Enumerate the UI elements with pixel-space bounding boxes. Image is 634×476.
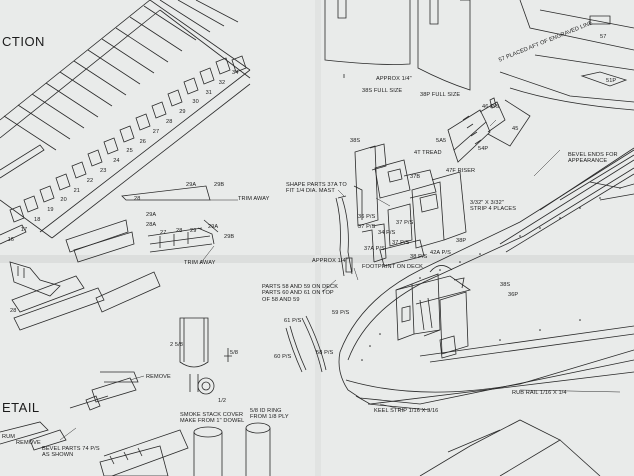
detail-heading: ETAIL: [2, 400, 40, 415]
label-strip: 3/32" X 3/32" STRIP 4 PLACES: [470, 200, 517, 213]
label-footprint: FOOTPRINT ON DECK: [362, 264, 423, 270]
deck-parts: [353, 143, 467, 267]
label-37-3: 37 P/S: [396, 220, 414, 226]
deckhouse: [395, 265, 471, 359]
label-29a-low: 29A: [208, 224, 219, 230]
label-4t-tread: 4T TREAD: [414, 150, 442, 156]
label-stack-cover: SMOKE STACK COVER MAKE FROM 1" DOWEL: [180, 412, 245, 425]
frame-structure: [0, 0, 251, 245]
label-bevel-ends: BEVEL ENDS FOR APPEARANCE: [568, 152, 618, 165]
label-id-ring: 5/8 ID RING FROM 1/8 PLY: [250, 408, 289, 421]
rib-number: 34: [232, 70, 239, 76]
label-approx-quarter: APPROX 1/4": [312, 258, 348, 264]
label-rum: RUM: [2, 434, 16, 440]
curved-parts: [285, 315, 327, 373]
label-58: 58 P/S: [316, 350, 334, 356]
label-dim-2-5-8: 2 5/8: [170, 342, 183, 348]
label-38p: 38P: [456, 238, 467, 244]
label-28b: 28: [176, 228, 183, 234]
rib-number: 31: [205, 89, 213, 96]
label-51p: 51P: [606, 78, 617, 84]
label-bevel-parts: BEVEL PARTS 74 P/S AS SHOWN: [42, 446, 100, 459]
part-57-51p: [499, 0, 634, 111]
label-approx-top: APPROX 1/4": [376, 76, 412, 82]
label-59: 59 P/S: [332, 310, 350, 316]
rib-number: 32: [218, 79, 226, 86]
left-planks: [9, 261, 161, 331]
rib-number: 25: [126, 148, 133, 155]
label-29: 29: [190, 228, 197, 234]
bottom-blocks: [103, 419, 601, 476]
stairs-45-46: [447, 97, 531, 163]
label-60: 60 P/S: [274, 354, 292, 360]
label-remove-low: REMOVE: [16, 440, 41, 446]
label-36: 36 P/S: [358, 214, 376, 220]
label-45: 45: [512, 126, 519, 132]
label-38s-full-size: 38S FULL SIZE: [362, 88, 403, 94]
label-trim-away-low: TRIM AWAY: [184, 260, 216, 266]
rib-number: 30: [192, 99, 199, 106]
label-36p-hull: 36P: [508, 292, 519, 298]
deck-rivets: [361, 187, 621, 361]
bottom-left-detail: [0, 371, 169, 476]
label-42a: 42A P/S: [430, 250, 451, 256]
rib-number: 19: [47, 207, 54, 214]
label-54p: 54P: [478, 146, 489, 152]
label-38s: 38S: [350, 138, 361, 144]
label-28-left: 28: [10, 308, 17, 314]
label-dim-5-8: 5/8: [230, 350, 239, 356]
label-46: 46 P/S: [482, 104, 500, 110]
leader-lines: [59, 119, 621, 441]
label-37: 37 P/S: [358, 224, 376, 230]
rib-number: 20: [60, 197, 67, 204]
label-28: 28: [134, 196, 141, 202]
label-trim-away-top: TRIM AWAY: [238, 196, 270, 202]
section-heading: CTION: [2, 34, 45, 49]
rib-number: 27: [152, 128, 160, 135]
label-29a-mid: 29A: [146, 212, 157, 218]
rib-number: 26: [139, 138, 147, 145]
rib-number: 17: [20, 226, 28, 233]
mast-pieces: [335, 195, 353, 277]
label-38s-hull: 38S: [500, 282, 511, 288]
label-29a-top: 29A: [186, 182, 197, 188]
rib-number: 29: [179, 109, 186, 116]
label-34: 34 P/S: [378, 230, 396, 236]
label-47f-riser: 47F RISER: [446, 168, 476, 174]
rib-number: 24: [113, 158, 120, 165]
label-remove-top: REMOVE: [146, 374, 171, 380]
label-parts-58: PARTS 58 AND 59 ON DECK PARTS 60 AND 61 …: [262, 284, 339, 303]
rib-number: 22: [86, 177, 94, 184]
rib-number: 18: [34, 217, 41, 223]
rib-number: 16: [7, 236, 15, 243]
label-5a5: 5A5: [436, 138, 447, 144]
label-57: 57: [600, 34, 607, 40]
hull: [338, 147, 634, 411]
label-dim-1-2: 1/2: [218, 398, 227, 404]
label-28a: 28A: [146, 222, 157, 228]
templates-38: [324, 0, 471, 91]
label-38p-full-size: 38P FULL SIZE: [420, 92, 461, 98]
label-shape-parts: SHAPE PARTS 37A TO FIT 1/4 DIA. MAST: [286, 182, 347, 195]
label-29b-low: 29B: [224, 234, 235, 240]
stack-detail: [179, 317, 271, 476]
rib-number: 23: [100, 168, 107, 174]
rib-number: 28: [166, 119, 173, 125]
label-27: 27: [160, 230, 167, 236]
rib-number: 21: [73, 187, 81, 194]
label-37a: 37A P/S: [364, 246, 385, 252]
label-37-2: 37 P/S: [392, 240, 410, 246]
label-29b-top: 29B: [214, 182, 225, 188]
label-61: 61 P/S: [284, 318, 302, 324]
label-rub-rail: RUB RAIL 1/16 X 1/4: [512, 390, 567, 396]
label-keel-strip: KEEL STRIP 1/16 X 3/16: [374, 408, 439, 414]
label-38-ps: 38 P/S: [410, 254, 428, 260]
label-37b: 37B: [410, 174, 421, 180]
